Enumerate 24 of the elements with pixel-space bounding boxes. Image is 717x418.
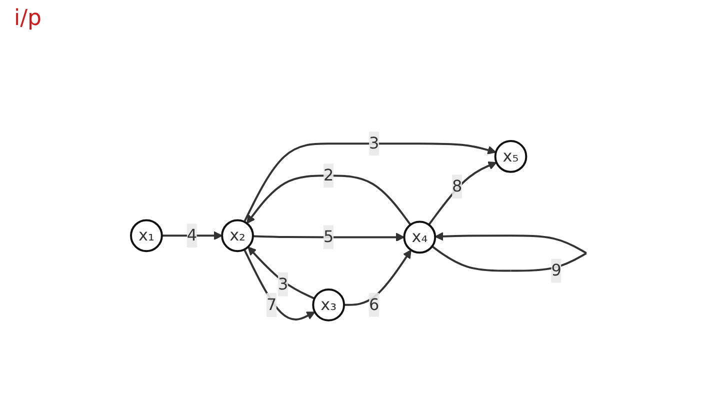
node-circle: x₄	[402, 220, 436, 254]
arrow	[252, 232, 404, 242]
edge-label: 7	[266, 295, 276, 314]
node-circle: x₂	[220, 219, 254, 252]
arrow	[428, 161, 497, 226]
note-text: i/p	[14, 6, 42, 31]
node-circle: x₁	[130, 219, 163, 252]
edge-label: 3	[278, 274, 288, 294]
edge-label: 9	[550, 260, 562, 280]
edge-label: 8	[452, 176, 462, 196]
arrow	[344, 250, 412, 306]
arrow	[243, 249, 315, 320]
arrow	[246, 174, 412, 226]
arrow	[247, 246, 315, 300]
edge-label: 2	[323, 166, 334, 185]
arrow	[243, 142, 496, 222]
node-circle: x₃	[312, 288, 345, 322]
node-circle: x₅	[494, 140, 527, 173]
edge-label: 3	[368, 134, 379, 153]
edge-label: 5	[323, 227, 334, 246]
edge-label: 4	[186, 226, 197, 245]
arrow	[431, 232, 587, 272]
edge-label: 6	[368, 294, 379, 314]
arrow	[162, 231, 222, 240]
